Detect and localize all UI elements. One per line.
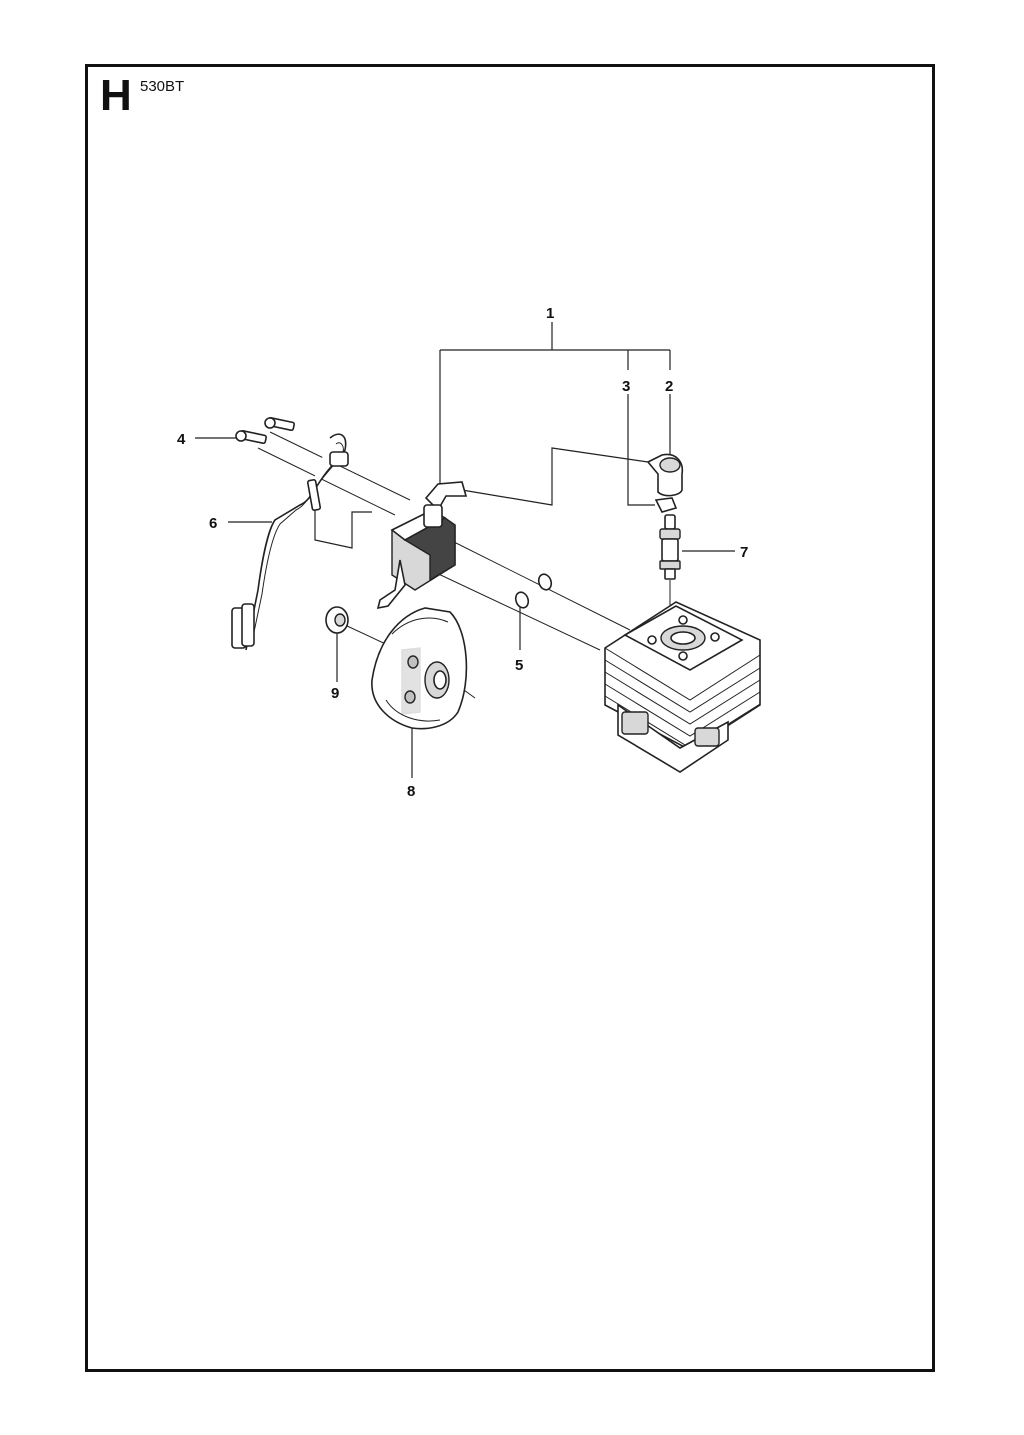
callout-2: 2 <box>665 378 673 395</box>
callout-5: 5 <box>515 657 523 674</box>
nut-part <box>325 606 349 634</box>
cylinder-part <box>604 601 761 773</box>
ignition-coil-part <box>376 481 468 610</box>
callout-9: 9 <box>331 685 339 702</box>
spring-clip-part <box>654 497 678 513</box>
callout-8: 8 <box>407 783 415 800</box>
callout-labels: 1 2 3 4 5 6 7 8 9 <box>177 305 748 800</box>
callout-3: 3 <box>622 378 630 395</box>
washer-part <box>514 573 553 609</box>
wire-harness-part <box>231 433 349 651</box>
page-frame <box>85 64 935 1372</box>
callout-6: 6 <box>209 515 217 532</box>
section-letter: H <box>100 71 132 120</box>
callout-7: 7 <box>740 544 748 561</box>
spark-plug-part <box>659 514 681 580</box>
flywheel-part <box>371 607 468 730</box>
callout-1: 1 <box>546 305 554 322</box>
bolt-part <box>235 416 295 445</box>
callout-4: 4 <box>177 431 186 448</box>
spark-plug-cap-part <box>646 453 684 497</box>
model-code: 530BT <box>140 78 185 95</box>
